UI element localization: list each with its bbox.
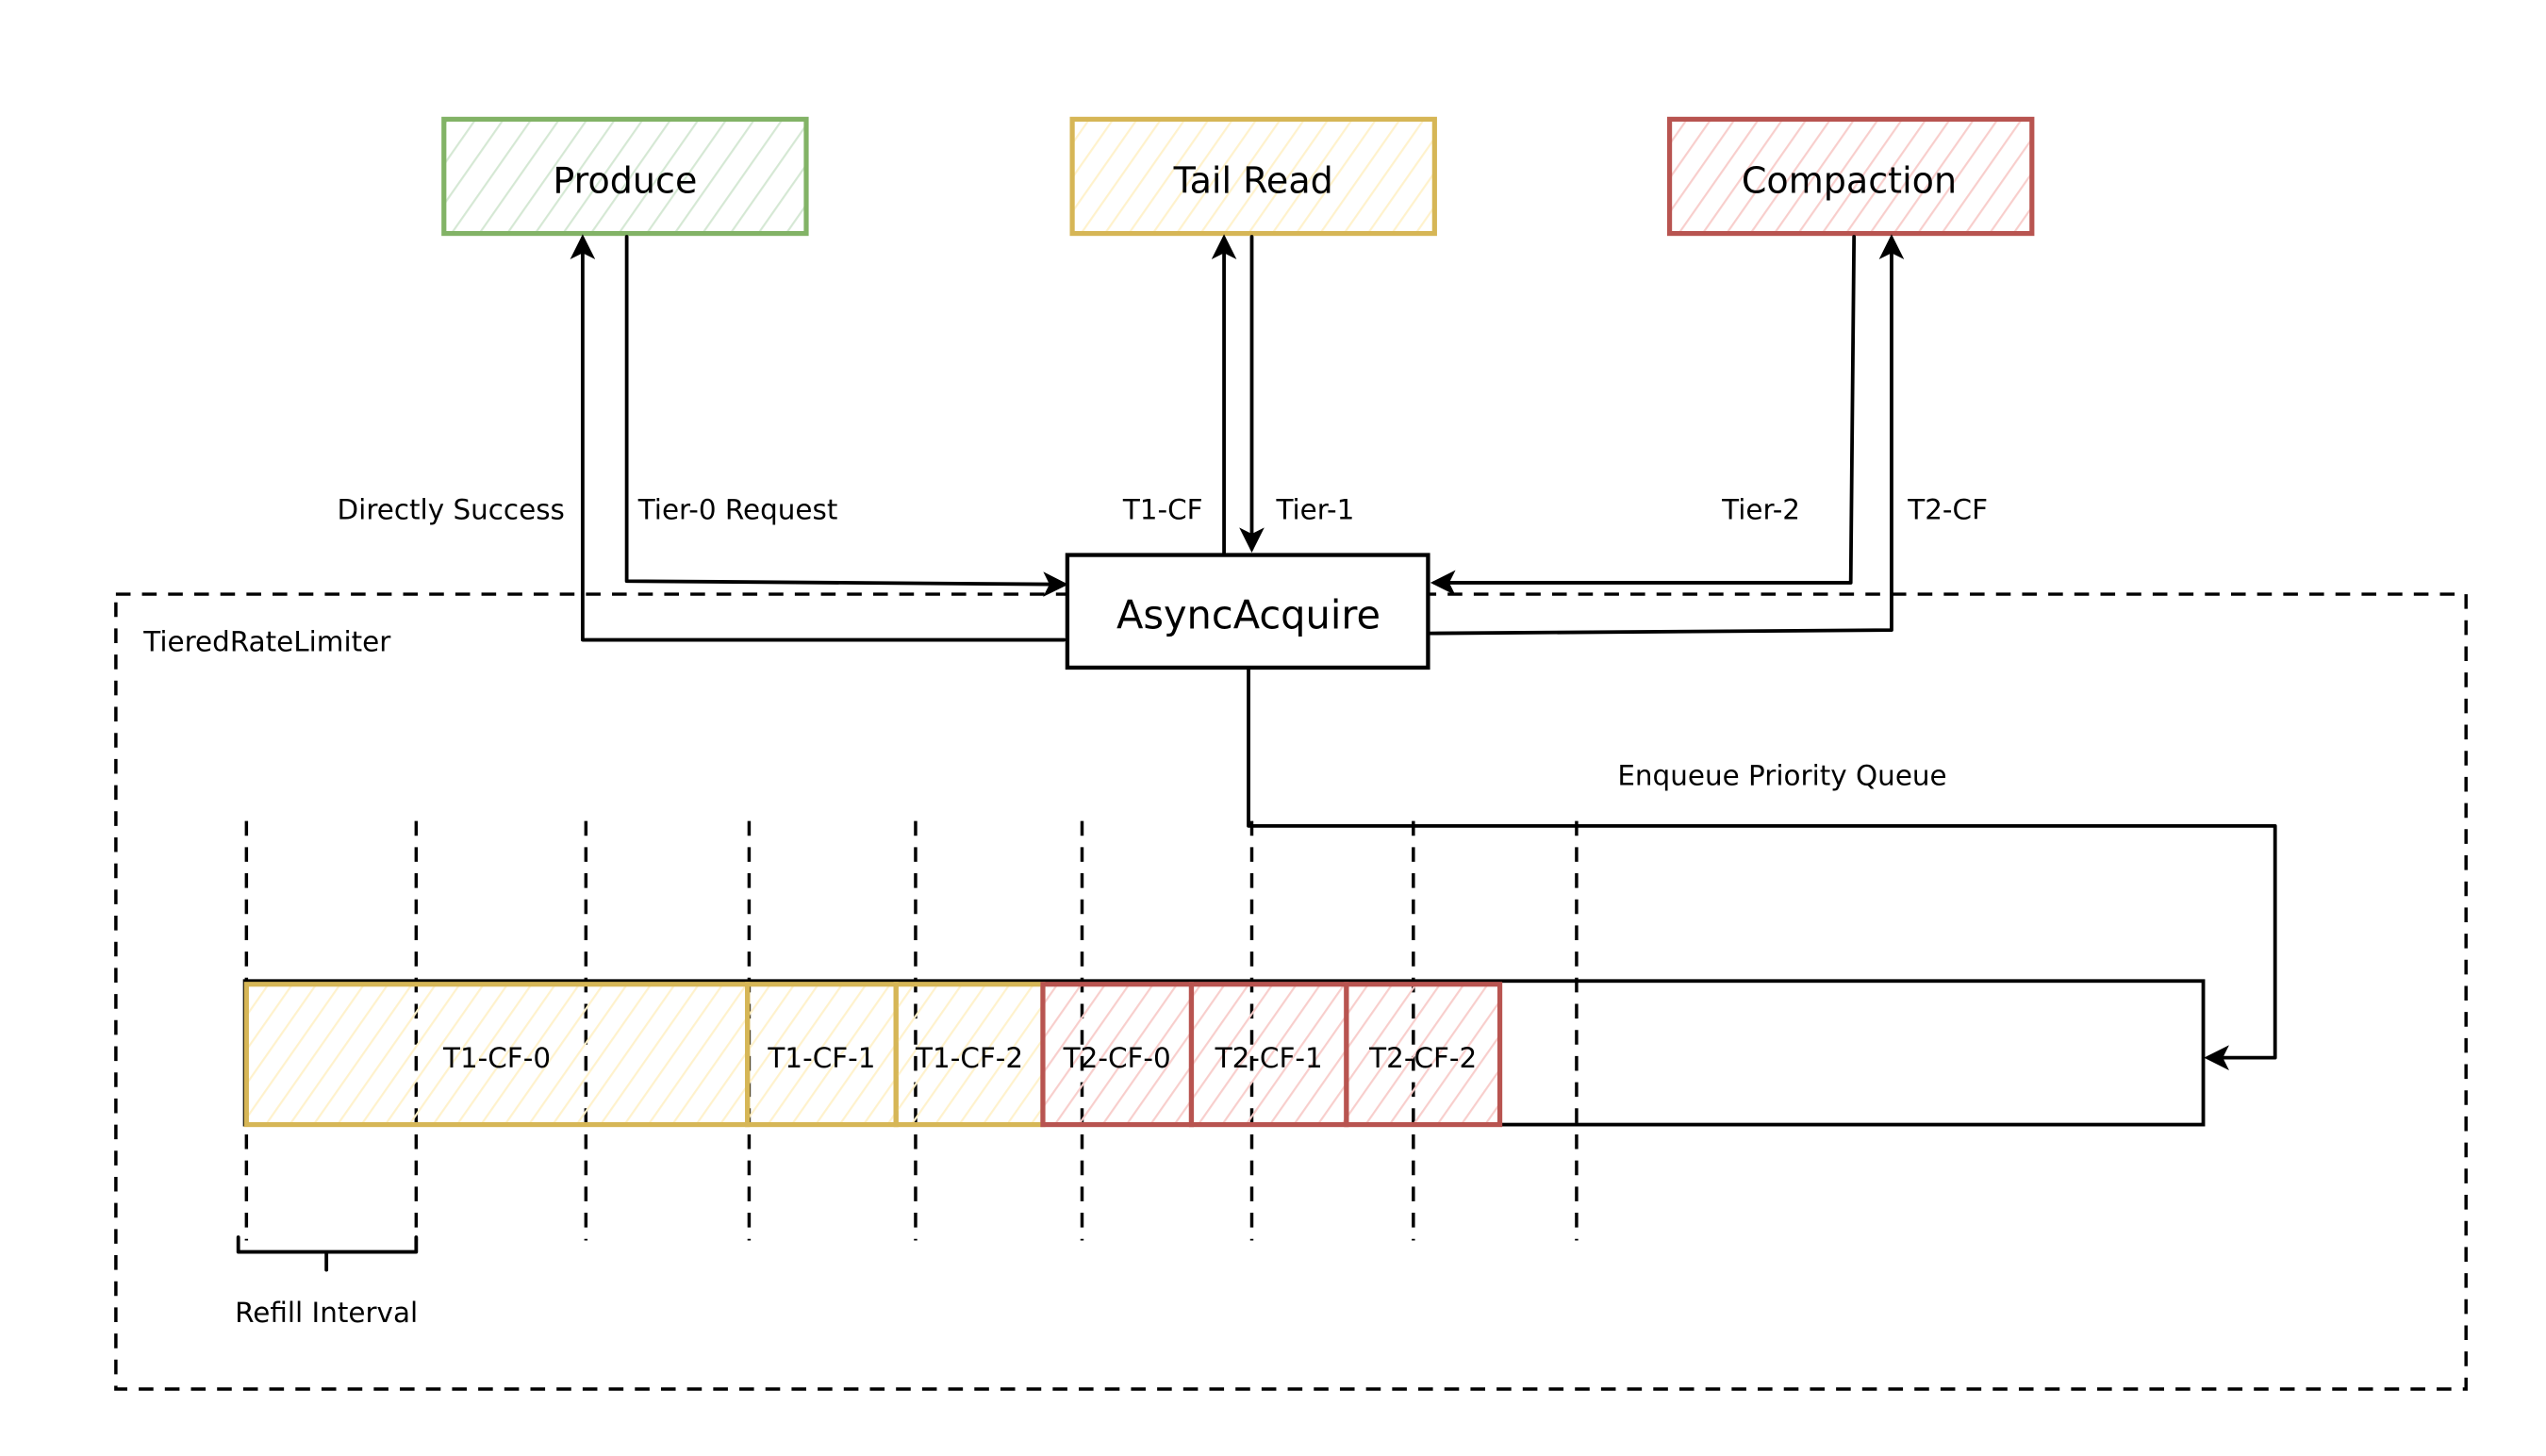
edge-tier0-request [624, 235, 1068, 597]
queue-segment-box [1040, 982, 1195, 1128]
queue-segment-label: T2-CF-0 [1063, 1042, 1171, 1074]
edge-label-enqueue: Enqueue Priority Queue [1617, 760, 1946, 792]
queue-segment-t2-cf-2: T2-CF-2 [1344, 982, 1503, 1128]
queue-segment-label: T1-CF-1 [767, 1042, 875, 1074]
queue-segment-box [745, 982, 899, 1128]
tail-read-label: Tail Read [1173, 159, 1333, 201]
queue-segment-label: T1-CF-2 [915, 1042, 1023, 1074]
edge-label-tier1: Tier-1 [1275, 493, 1354, 525]
source-tail-read[interactable]: Tail Read [1069, 116, 1437, 237]
source-produce[interactable]: Produce [441, 116, 809, 237]
edge-label-t1-cf: T1-CF [1122, 493, 1203, 525]
refill-interval-brace [236, 1235, 419, 1272]
queue-segment-t2-cf-0: T2-CF-0 [1040, 982, 1195, 1128]
queue-segment-t1-cf-2: T1-CF-2 [893, 982, 1046, 1128]
queue-segment-box [243, 982, 751, 1128]
compaction-label: Compaction [1742, 159, 1957, 201]
queue-segment-t1-cf-1: T1-CF-1 [745, 982, 899, 1128]
edge-label-tier2: Tier-2 [1721, 493, 1800, 525]
produce-label: Produce [553, 159, 697, 201]
queue-segment-t1-cf-0: T1-CF-0 [243, 982, 751, 1128]
queue-segment-t2-cf-1: T2-CF-1 [1188, 982, 1349, 1128]
async-acquire-node[interactable]: AsyncAcquire [1065, 553, 1430, 670]
source-compaction[interactable]: Compaction [1666, 116, 2035, 237]
edge-tier2 [1430, 235, 1857, 596]
edge-directly-success [570, 234, 1066, 642]
queue-segments: T1-CF-0 T1-CF-1 T1-CF-2 T2-CF-0 T2-CF-1 T2-CF… [243, 982, 1503, 1128]
edge-label-t2-cf: T2-CF [1907, 493, 1988, 525]
edge-t2-cf [1428, 234, 1905, 636]
edge-label-tier0-request: Tier-0 Request [637, 493, 838, 525]
edge-enqueue-priority-queue [1247, 667, 2277, 1070]
queue-segment-label: T2-CF-2 [1368, 1042, 1477, 1074]
async-acquire-label: AsyncAcquire [1116, 591, 1380, 637]
queue-segment-label: T1-CF-0 [442, 1042, 551, 1074]
queue-segment-box [893, 982, 1046, 1128]
queue-segment-label: T2-CF-1 [1215, 1042, 1323, 1074]
edge-label-directly-success: Directly Success [338, 493, 565, 525]
refill-interval-label: Refill Interval [235, 1297, 418, 1329]
container-label: TieredRateLimiter [142, 626, 391, 658]
queue-segment-box [1344, 982, 1503, 1128]
